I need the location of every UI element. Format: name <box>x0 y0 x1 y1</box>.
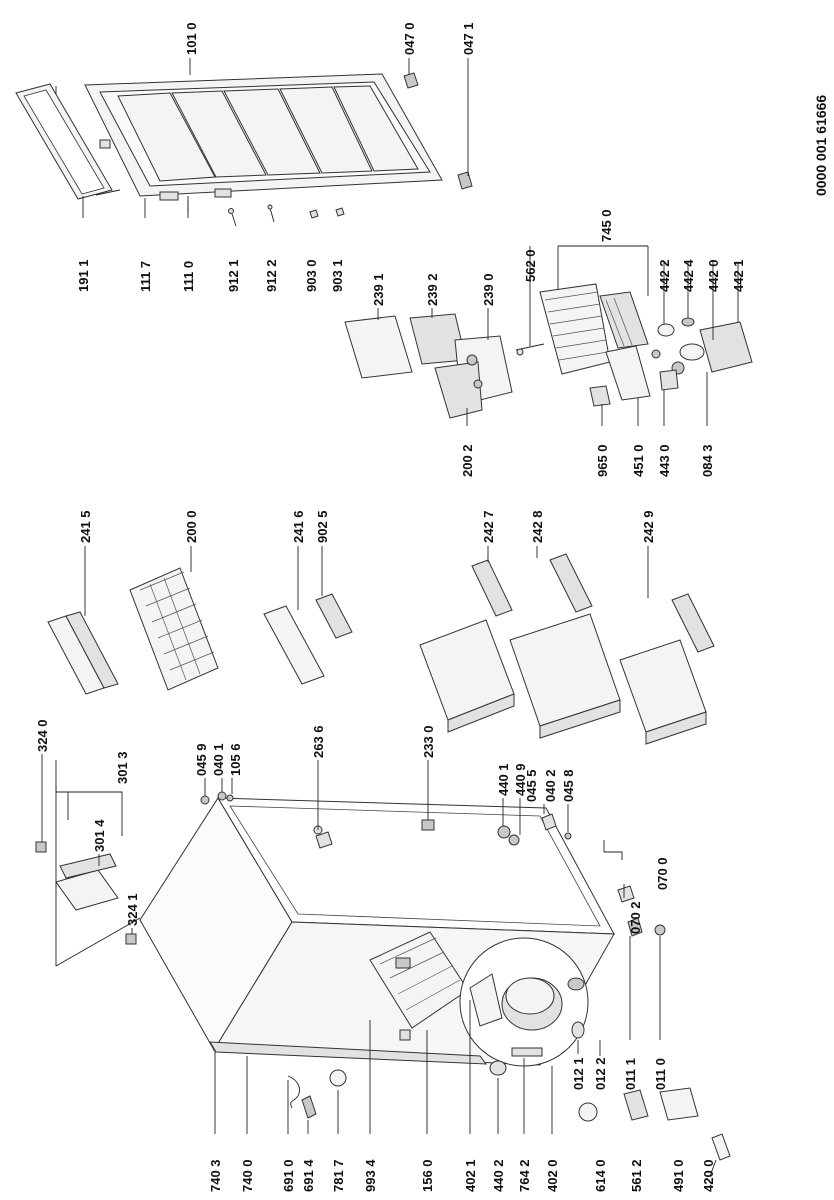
leader-lines <box>41 58 739 1134</box>
drawer-cover-drawing <box>263 593 353 685</box>
label-301-4: 301 4 <box>92 819 107 852</box>
label-241-5: 241 5 <box>78 510 93 543</box>
label-324-0: 324 0 <box>35 719 50 752</box>
label-903-0: 903 0 <box>304 259 319 292</box>
label-301-3: 301 3 <box>115 751 130 784</box>
label-402-1: 402 1 <box>463 1159 478 1192</box>
label-242-8: 242 8 <box>530 510 545 543</box>
label-440-2: 440 2 <box>491 1159 506 1192</box>
label-084-3: 084 3 <box>700 444 715 477</box>
label-740-3: 740 3 <box>208 1159 223 1192</box>
label-442-4: 442 4 <box>681 259 696 292</box>
label-239-2: 239 2 <box>425 273 440 306</box>
label-111-7: 111 7 <box>138 261 153 292</box>
compressor-drawing <box>459 937 589 1067</box>
door-gasket-drawing <box>15 83 121 200</box>
document-number: 0000 001 61666 <box>813 95 829 196</box>
label-420-0: 420 0 <box>701 1159 716 1192</box>
label-440-9: 440 9 <box>513 763 528 796</box>
label-011-0: 011 0 <box>653 1058 668 1090</box>
label-491-0: 491 0 <box>671 1159 686 1192</box>
label-242-7: 242 7 <box>481 510 496 543</box>
label-562-0: 562 0 <box>523 249 538 282</box>
label-263-6: 263 6 <box>311 725 326 758</box>
label-239-0: 239 0 <box>481 273 496 306</box>
label-047-1: 047 1 <box>461 22 476 55</box>
label-012-2: 012 2 <box>593 1057 608 1090</box>
label-040-2: 040 2 <box>543 769 558 802</box>
label-614-0: 614 0 <box>593 1159 608 1192</box>
fan-motor-drawing <box>651 317 753 391</box>
label-993-4: 993 4 <box>363 1159 378 1192</box>
label-200-0: 200 0 <box>184 510 199 543</box>
label-241-6: 241 6 <box>291 510 306 543</box>
label-070-0: 070 0 <box>655 857 670 890</box>
drawers-drawing <box>419 553 715 745</box>
label-324-1: 324 1 <box>125 893 140 926</box>
label-239-1: 239 1 <box>371 273 386 306</box>
label-045-9: 045 9 <box>194 743 209 776</box>
label-200-2: 200 2 <box>460 444 475 477</box>
grid-shelf-drawing <box>129 567 219 691</box>
label-111-0: 111 0 <box>181 261 196 292</box>
label-440-1: 440 1 <box>496 763 511 796</box>
label-451-0: 451 0 <box>631 444 646 477</box>
label-070-2: 070 2 <box>628 901 643 934</box>
parts-drawings <box>15 72 753 1177</box>
hinge-parts-drawing <box>200 791 572 849</box>
label-561-2: 561 2 <box>629 1159 644 1192</box>
label-233-0: 233 0 <box>421 725 436 758</box>
label-402-0: 402 0 <box>545 1159 560 1192</box>
door-drawing <box>84 73 443 201</box>
label-101-0: 101 0 <box>184 22 199 55</box>
label-691-0: 691 0 <box>281 1159 296 1192</box>
label-012-1: 012 1 <box>571 1057 586 1090</box>
label-764-2: 764 2 <box>517 1159 532 1192</box>
label-156-0: 156 0 <box>420 1159 435 1192</box>
label-691-4: 691 4 <box>301 1159 316 1192</box>
label-191-1: 191 1 <box>76 259 91 292</box>
shelf-flap-drawing <box>47 611 119 695</box>
label-045-8: 045 8 <box>561 769 576 802</box>
label-045-5: 045 5 <box>524 769 539 802</box>
label-105-6: 105 6 <box>228 743 243 776</box>
evaporator-drawing <box>515 283 651 407</box>
label-745-0: 745 0 <box>599 209 614 242</box>
label-902-5: 902 5 <box>315 510 330 543</box>
label-040-1: 040 1 <box>211 743 226 776</box>
label-442-0: 442 0 <box>706 259 721 292</box>
label-242-9: 242 9 <box>641 510 656 543</box>
label-047-0: 047 0 <box>402 22 417 55</box>
label-912-2: 912 2 <box>264 259 279 292</box>
label-011-1: 011 1 <box>623 1058 638 1090</box>
label-740-0: 740 0 <box>240 1159 255 1192</box>
label-781-7: 781 7 <box>331 1159 346 1192</box>
door-small-parts <box>187 72 473 227</box>
control-cover-drawing <box>344 313 513 419</box>
label-443-0: 443 0 <box>657 444 672 477</box>
label-965-0: 965 0 <box>595 444 610 477</box>
label-442-2: 442 2 <box>657 259 672 292</box>
label-903-1: 903 1 <box>330 259 345 292</box>
label-442-1: 442 1 <box>731 259 746 292</box>
top-panel-drawing <box>35 841 137 945</box>
part-labels: 101 0 047 0 047 1 191 1 111 7 111 0 912 … <box>35 22 746 1192</box>
electrical-parts-drawing <box>287 885 731 1177</box>
label-912-1: 912 1 <box>226 259 241 292</box>
